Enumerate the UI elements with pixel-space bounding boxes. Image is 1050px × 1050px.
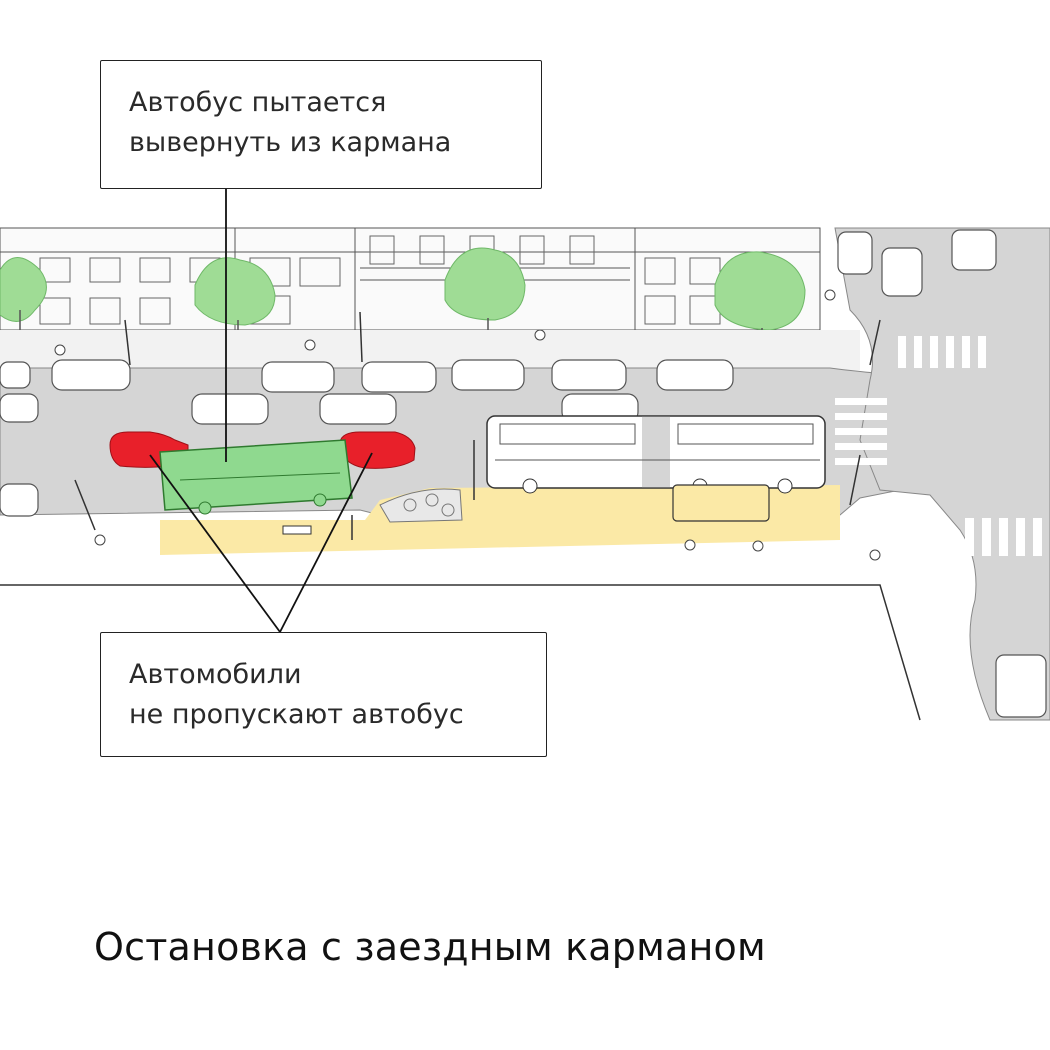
pedestrians (54, 289, 881, 561)
tram-icon (672, 484, 770, 522)
trees (0, 247, 806, 331)
crosswalk-left (835, 398, 887, 465)
bus-stop-platform (160, 485, 840, 555)
cross-street (834, 227, 1050, 721)
white-cars (0, 229, 1047, 718)
bench (282, 525, 312, 535)
articulated-bus-icon (486, 415, 826, 494)
crosswalk-lower (965, 518, 1042, 556)
diagram-caption: Остановка с заездным карманом (94, 925, 766, 969)
planting-bed (379, 488, 463, 523)
buildings (0, 227, 821, 331)
lower-sidewalk (0, 584, 921, 721)
callout-cars-blocking: Автомобили не пропускают автобус (100, 632, 547, 757)
callout-leaders (149, 189, 373, 633)
street-poles (74, 311, 881, 540)
green-bus-icon (159, 439, 353, 515)
callout-bus-exiting: Автобус пытается вывернуть из кармана (100, 60, 542, 189)
crosswalk-upper (898, 336, 986, 368)
